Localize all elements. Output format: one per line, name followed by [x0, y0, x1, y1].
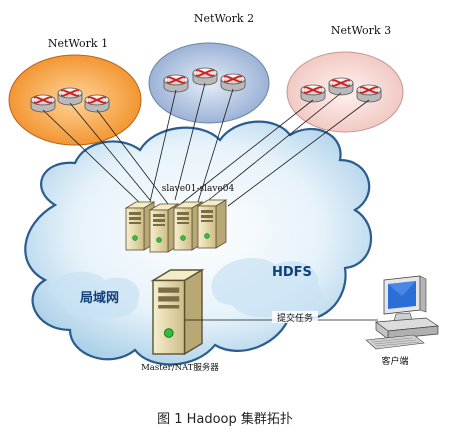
- figure-caption: 图 1 Hadoop 集群拓扑: [157, 411, 293, 427]
- network-2-label: NetWork 2: [194, 12, 254, 25]
- router-icon: [192, 67, 218, 86]
- router-icon: [300, 84, 326, 103]
- network-1-label: NetWork 1: [48, 37, 108, 50]
- master-label: Master/NAT服务器: [141, 362, 219, 373]
- router-icon: [220, 73, 246, 92]
- router-icon: [30, 94, 56, 113]
- network-1-zone: [8, 54, 142, 146]
- router-icon: [328, 77, 354, 96]
- master-server: [152, 269, 203, 355]
- master-server-icon: [152, 269, 203, 355]
- router-icon: [84, 94, 110, 113]
- client-computer-icon: [365, 275, 440, 350]
- client-label: 客户端: [381, 355, 408, 367]
- slaves-label: slave01-slave04: [162, 184, 235, 194]
- router-icon: [356, 84, 382, 103]
- hdfs-label: HDFS: [272, 265, 312, 280]
- network-2-zone: [148, 42, 270, 124]
- network-3-zone: [286, 51, 404, 133]
- slave-servers: [125, 199, 227, 253]
- router-icon: [57, 87, 83, 106]
- network-links: [42, 82, 370, 207]
- slave-server-icon: [197, 199, 227, 249]
- submit-label: 提交任务: [277, 312, 313, 324]
- router-icon: [163, 74, 189, 93]
- lan-label: 局域网: [80, 290, 119, 306]
- network-3-label: NetWork 3: [331, 24, 391, 37]
